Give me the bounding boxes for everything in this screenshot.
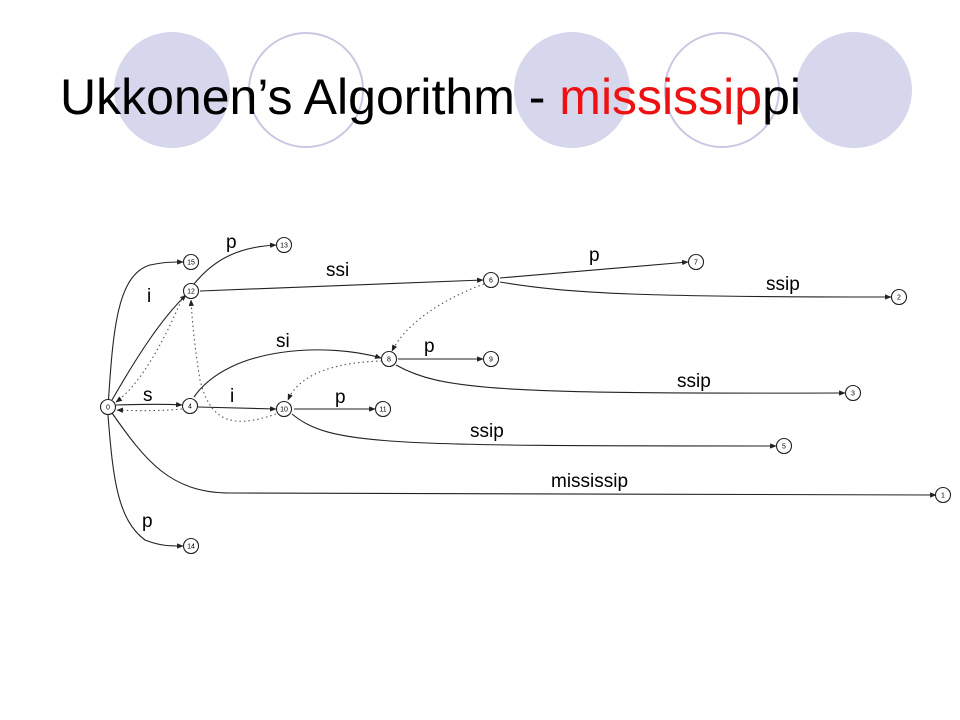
svg-text:12: 12 <box>187 289 195 296</box>
node-11: 11 <box>374 400 392 418</box>
decor-circle-4 <box>664 32 780 148</box>
suffix-link-4-0 <box>116 407 183 413</box>
svg-text:3: 3 <box>851 391 855 398</box>
edge-label-6-2: ssip <box>766 274 800 295</box>
tree-nodes: 0 1 2 3 4 5 6 7 8 9 10 11 12 13 14 15 <box>99 236 952 555</box>
edge-label-12-6: ssi <box>326 260 349 281</box>
edge-label-8-3: ssip <box>677 371 711 392</box>
node-1: 1 <box>934 486 952 504</box>
svg-text:4: 4 <box>188 404 192 411</box>
node-3: 3 <box>844 384 862 402</box>
edge-label-0-14: p <box>142 511 153 532</box>
node-9: 9 <box>482 350 500 368</box>
svg-text:15: 15 <box>187 260 195 267</box>
node-6: 6 <box>482 271 500 289</box>
edge-label-0-1: mississip <box>551 471 628 492</box>
decor-circle-3 <box>514 32 630 148</box>
edge-label-12-13: p <box>226 232 237 253</box>
node-4: 4 <box>181 397 199 415</box>
decor-circle-5 <box>796 32 912 148</box>
edge-label-10-5: ssip <box>470 421 504 442</box>
decor-circle-1 <box>114 32 230 148</box>
edge-label-10-11: p <box>335 387 346 408</box>
edge-6-2 <box>499 281 892 300</box>
edge-0-4 <box>115 402 183 408</box>
svg-text:1: 1 <box>941 493 945 500</box>
header-decoration <box>114 32 912 148</box>
edge-12-6 <box>199 277 484 292</box>
svg-text:10: 10 <box>280 407 288 414</box>
edge-labels: i s mississip p p ssi p ssip si i p ssip… <box>142 232 800 532</box>
svg-text:7: 7 <box>694 260 698 267</box>
suffix-links <box>115 283 485 422</box>
node-15: 15 <box>182 253 200 271</box>
edge-0-15 <box>107 259 184 408</box>
edge-label-4-10: i <box>230 386 234 407</box>
edge-4-10 <box>197 406 277 412</box>
edge-label-0-12: i <box>147 286 151 307</box>
svg-text:0: 0 <box>106 405 110 412</box>
suffix-tree-diagram: 0 1 2 3 4 5 6 7 8 9 10 11 12 13 14 15 i … <box>99 232 952 555</box>
svg-text:11: 11 <box>379 407 386 414</box>
node-0: 0 <box>99 398 117 416</box>
edge-4-8 <box>193 349 382 398</box>
node-2: 2 <box>890 288 908 306</box>
edge-10-5 <box>291 413 777 449</box>
svg-text:6: 6 <box>489 278 493 285</box>
svg-text:2: 2 <box>897 295 901 302</box>
node-13: 13 <box>275 236 293 254</box>
title-highlight: mississip <box>559 69 762 125</box>
edge-label-8-9: p <box>424 336 435 357</box>
svg-text:8: 8 <box>387 357 391 364</box>
node-10: 10 <box>275 400 293 418</box>
node-14: 14 <box>182 537 200 555</box>
edge-8-3 <box>395 364 846 396</box>
edge-label-4-8: si <box>276 331 290 352</box>
edge-0-12 <box>111 294 187 401</box>
title-prefix: Ukkonen’s Algorithm - <box>60 69 559 125</box>
svg-text:5: 5 <box>782 444 786 451</box>
edge-6-7 <box>499 259 689 279</box>
edge-0-14 <box>107 414 184 549</box>
slide-title: Ukkonen’s Algorithm - mississippi <box>60 69 801 125</box>
edge-label-0-4: s <box>143 385 153 406</box>
suffix-link-10-12 <box>188 299 277 422</box>
svg-text:14: 14 <box>187 544 195 551</box>
svg-text:9: 9 <box>489 357 493 364</box>
node-8: 8 <box>380 350 398 368</box>
title-suffix: pi <box>762 69 801 125</box>
suffix-link-6-8 <box>391 283 485 352</box>
node-12: 12 <box>182 282 200 300</box>
suffix-link-8-10 <box>287 360 383 401</box>
edge-0-1 <box>111 412 937 498</box>
tree-edges <box>107 242 937 549</box>
svg-text:13: 13 <box>280 243 288 250</box>
edge-label-6-7: p <box>589 245 600 266</box>
node-5: 5 <box>775 437 793 455</box>
edge-12-13 <box>193 242 277 285</box>
decor-circle-2 <box>248 32 364 148</box>
node-7: 7 <box>687 253 705 271</box>
